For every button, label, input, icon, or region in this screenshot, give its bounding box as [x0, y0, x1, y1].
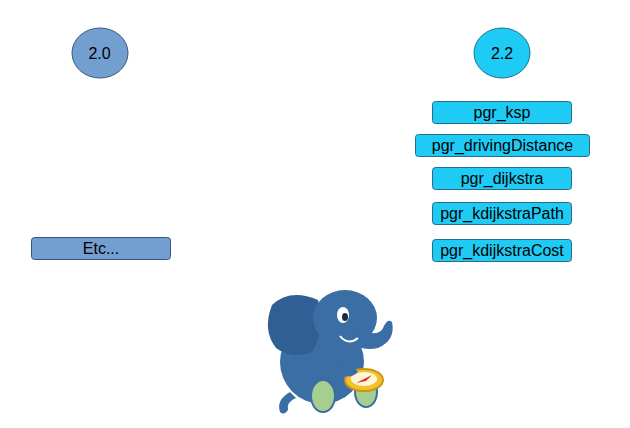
text-holder: 2.0 [88, 44, 110, 63]
text-holder: pgr_kdijkstraPath [440, 204, 564, 223]
node-shape [416, 135, 590, 157]
node-shape [474, 28, 530, 78]
text-holder: pgr_kdijkstraCost [440, 241, 564, 260]
text-holder: Etc... [83, 239, 119, 258]
elephant-foot [311, 380, 335, 412]
elephant-arm [338, 365, 358, 377]
node-shape [433, 168, 572, 190]
node-label: pgr_drivingDistance [432, 136, 573, 155]
elephant-ear [268, 295, 321, 355]
compass-needle [356, 375, 372, 383]
node-label: pgr_dijkstra [461, 169, 544, 188]
node-shape [433, 203, 572, 225]
node-shape [433, 240, 572, 262]
version-circle: 2.0 [71, 27, 129, 79]
node-shape [433, 102, 572, 124]
version-circle: 2.2 [473, 27, 531, 79]
elephant-tail [279, 392, 296, 414]
node-shape [72, 28, 128, 78]
function-box: pgr_kdijkstraPath [432, 202, 572, 225]
elephant-pupil [342, 313, 348, 321]
function-box: pgr_dijkstra [432, 167, 572, 190]
node-label: 2.0 [88, 44, 110, 63]
node-shape [32, 238, 171, 260]
elephant-trunk [350, 321, 393, 349]
node-label: pgr_kdijkstraPath [440, 204, 564, 223]
function-box: pgr_drivingDistance [415, 134, 590, 157]
elephant-mouth [340, 336, 358, 342]
text-holder: 2.2 [491, 44, 513, 63]
text-holder: pgr_dijkstra [461, 169, 544, 188]
node-label: pgr_kdijkstraCost [440, 241, 564, 260]
node-label: pgr_ksp [474, 103, 531, 122]
node-label: 2.2 [491, 44, 513, 63]
etc-box: Etc... [31, 237, 171, 260]
elephant-eye [337, 307, 349, 323]
text-holder: pgr_ksp [474, 103, 531, 122]
function-box: pgr_kdijkstraCost [432, 239, 572, 262]
node-label: Etc... [83, 239, 119, 258]
function-box: pgr_ksp [432, 101, 572, 124]
text-holder: pgr_drivingDistance [432, 136, 573, 155]
